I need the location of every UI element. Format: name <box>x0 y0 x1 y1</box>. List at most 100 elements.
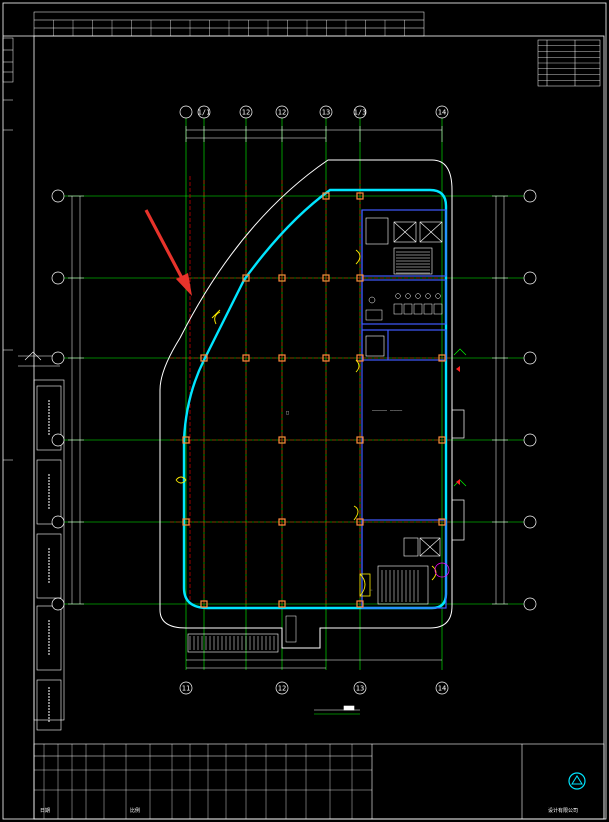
axis-top-circle <box>275 105 289 119</box>
svg-text:□: □ <box>286 410 289 416</box>
toilet-stall <box>403 303 413 315</box>
axis-bottom-label: 14 <box>438 684 446 692</box>
sink <box>368 296 376 304</box>
room-labels: ————— ———— □ ◦ <box>286 408 403 594</box>
column <box>200 354 208 362</box>
axis-left-circle <box>51 271 65 285</box>
company-logo-icon <box>568 772 586 790</box>
column <box>182 436 190 444</box>
column <box>322 192 330 200</box>
axis-top-label: 1/3 <box>354 108 367 116</box>
axis-bottom-circle <box>179 681 193 695</box>
title-block-columns <box>34 744 372 819</box>
toilet-fixtures <box>365 293 443 321</box>
column <box>356 192 364 200</box>
stair-landing <box>359 573 371 597</box>
steps-outline <box>187 633 279 653</box>
axis-top-label: 12 <box>242 108 250 116</box>
axis-bottom-label: 13 <box>356 684 364 692</box>
column <box>322 274 330 282</box>
axis-left-circle <box>51 515 65 529</box>
building-outline <box>182 188 448 610</box>
axis-top-label: 14 <box>438 108 446 116</box>
structural-grid <box>62 112 526 670</box>
axis-left-circle <box>51 189 65 203</box>
exterior-features <box>434 409 465 578</box>
company-label: 设计有限公司 <box>548 807 578 814</box>
toilet-fixture <box>405 293 411 299</box>
binding-strip <box>2 37 14 461</box>
axis-top-circle <box>319 105 333 119</box>
column <box>242 354 250 362</box>
revision-table-cells <box>53 20 405 36</box>
arrow-annotation-icon <box>144 209 192 296</box>
column <box>438 354 446 362</box>
toilet-fixture <box>435 293 441 299</box>
legend-table-rows <box>538 45 600 81</box>
date-label: 日期 <box>40 808 50 814</box>
column <box>438 518 446 526</box>
axis-left-circle <box>51 597 65 611</box>
column <box>200 600 208 608</box>
axis-top-label: 1/1 <box>198 108 211 116</box>
entrance-steps <box>187 615 297 653</box>
core-rooms <box>365 217 443 557</box>
svg-text:————— ————: ————— ———— <box>372 408 403 414</box>
axis-right-circle <box>523 271 537 285</box>
column <box>438 436 446 444</box>
stair-outline <box>393 247 433 275</box>
axis-right-circle <box>523 515 537 529</box>
toilet-stall <box>423 303 433 315</box>
axis-right-circle <box>523 351 537 365</box>
axis-bottom-circle <box>353 681 367 695</box>
axis-top-label: 13 <box>322 108 330 116</box>
column <box>356 354 364 362</box>
level-markers <box>453 348 467 487</box>
stairs <box>359 247 433 605</box>
axis-right-circle <box>523 189 537 203</box>
axis-left-circle <box>51 351 65 365</box>
column <box>182 518 190 526</box>
toilet-fixture <box>395 293 401 299</box>
axis-bottom-circle <box>275 681 289 695</box>
column <box>356 600 364 608</box>
dimension-lines <box>68 126 508 669</box>
north-indicator-icon <box>314 705 360 715</box>
doors <box>175 249 437 597</box>
axis-right-circle <box>523 597 537 611</box>
svg-text:◦: ◦ <box>370 588 373 594</box>
title-block <box>33 743 605 820</box>
toilet-stall <box>413 303 423 315</box>
axis-top-label: 12 <box>278 108 286 116</box>
axis-bottom-circle <box>435 681 449 695</box>
toilet-fixture <box>415 293 421 299</box>
scale-label: 比例 <box>130 807 140 814</box>
sink-counter <box>365 309 383 321</box>
stair-outline <box>377 565 429 605</box>
axis-bottom-label: 11 <box>182 684 190 692</box>
column <box>322 354 330 362</box>
toilet-fixture <box>425 293 431 299</box>
column <box>242 274 250 282</box>
column <box>278 436 286 444</box>
toilet-stall <box>393 303 403 315</box>
columns <box>182 192 446 608</box>
ramp-post <box>285 615 297 643</box>
column <box>356 518 364 526</box>
column <box>278 518 286 526</box>
axis-bottom-label: 12 <box>278 684 286 692</box>
site-boundary <box>159 159 453 649</box>
column <box>278 274 286 282</box>
toilet-stall <box>433 303 443 315</box>
column <box>278 600 286 608</box>
axis-top-circle <box>353 105 367 119</box>
column <box>356 274 364 282</box>
column <box>356 436 364 444</box>
axis-right-circle <box>523 433 537 447</box>
axis-left-circle <box>51 433 65 447</box>
axis-bubbles: 1/1 12 13 1/3 14 12 11 12 13 14 <box>51 105 537 695</box>
axis-top-circle <box>435 105 449 119</box>
axis-top-circle <box>179 105 193 119</box>
